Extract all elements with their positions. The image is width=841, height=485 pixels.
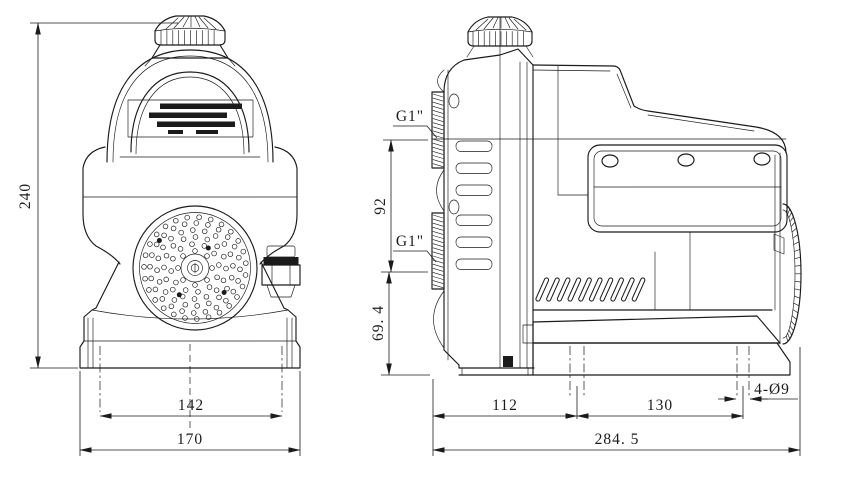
control-panel <box>587 144 788 233</box>
front-dimensions: 240 142 170 <box>17 22 301 456</box>
dim-bolt-span-value: 142 <box>178 397 204 414</box>
carry-handle <box>106 49 274 163</box>
dim-port-spacing: 92 <box>372 139 428 273</box>
dim-height: 240 <box>17 22 178 369</box>
pump-head <box>433 16 535 376</box>
handle-grip <box>127 99 254 138</box>
mounting-base <box>458 315 791 398</box>
label-port-top: G1" <box>393 108 438 139</box>
thread-hatch <box>432 214 444 289</box>
vent-holes <box>141 214 249 322</box>
cable-gland <box>261 245 301 298</box>
drain-plug <box>503 356 513 367</box>
fan-cover <box>774 152 802 345</box>
dim-overall-length-value: 284. 5 <box>595 431 640 448</box>
dim-port-center-height: 69. 4 <box>370 271 430 376</box>
motor-housing <box>431 64 787 311</box>
priming-cap <box>144 15 236 67</box>
cooling-vents <box>535 277 646 302</box>
pump-body <box>82 146 298 309</box>
label-mounting-holes: 4-Ø9 <box>718 381 798 402</box>
port-bottom-label: G1" <box>396 233 424 250</box>
dim-base-width-value: 170 <box>177 431 203 448</box>
cap-ribs <box>160 16 217 45</box>
front-view: 240 142 170 <box>17 15 301 456</box>
dim-bolt-span: 142 <box>99 344 283 428</box>
dim-bolt-spacing-value: 130 <box>647 397 673 414</box>
port-bottom <box>431 212 445 290</box>
label-port-bottom: G1" <box>393 233 437 263</box>
dim-height-value: 240 <box>17 183 34 209</box>
mounting-holes-label: 4-Ø9 <box>754 381 790 398</box>
side-dimensions: G1" G1" 92 69. 4 112 <box>370 108 801 456</box>
port-top-label: G1" <box>396 108 424 125</box>
dim-base-width: 170 <box>79 371 301 456</box>
fan-cover-hatch <box>785 206 802 342</box>
dim-bolt-spacing: 130 <box>576 386 744 419</box>
dim-front-to-first-bolt-value: 112 <box>492 397 518 414</box>
thread-hatch <box>432 93 444 168</box>
dim-front-to-first-bolt: 112 <box>432 379 578 456</box>
port-top <box>431 91 445 169</box>
dim-overall-length: 284. 5 <box>432 347 801 456</box>
dim-port-spacing-value: 92 <box>372 197 389 215</box>
head-slots <box>455 140 493 270</box>
motor-face-cover <box>132 205 258 331</box>
side-view: G1" G1" 92 69. 4 112 <box>370 16 802 456</box>
dim-port-center-height-value: 69. 4 <box>370 305 387 341</box>
cap-ribs <box>472 17 527 46</box>
